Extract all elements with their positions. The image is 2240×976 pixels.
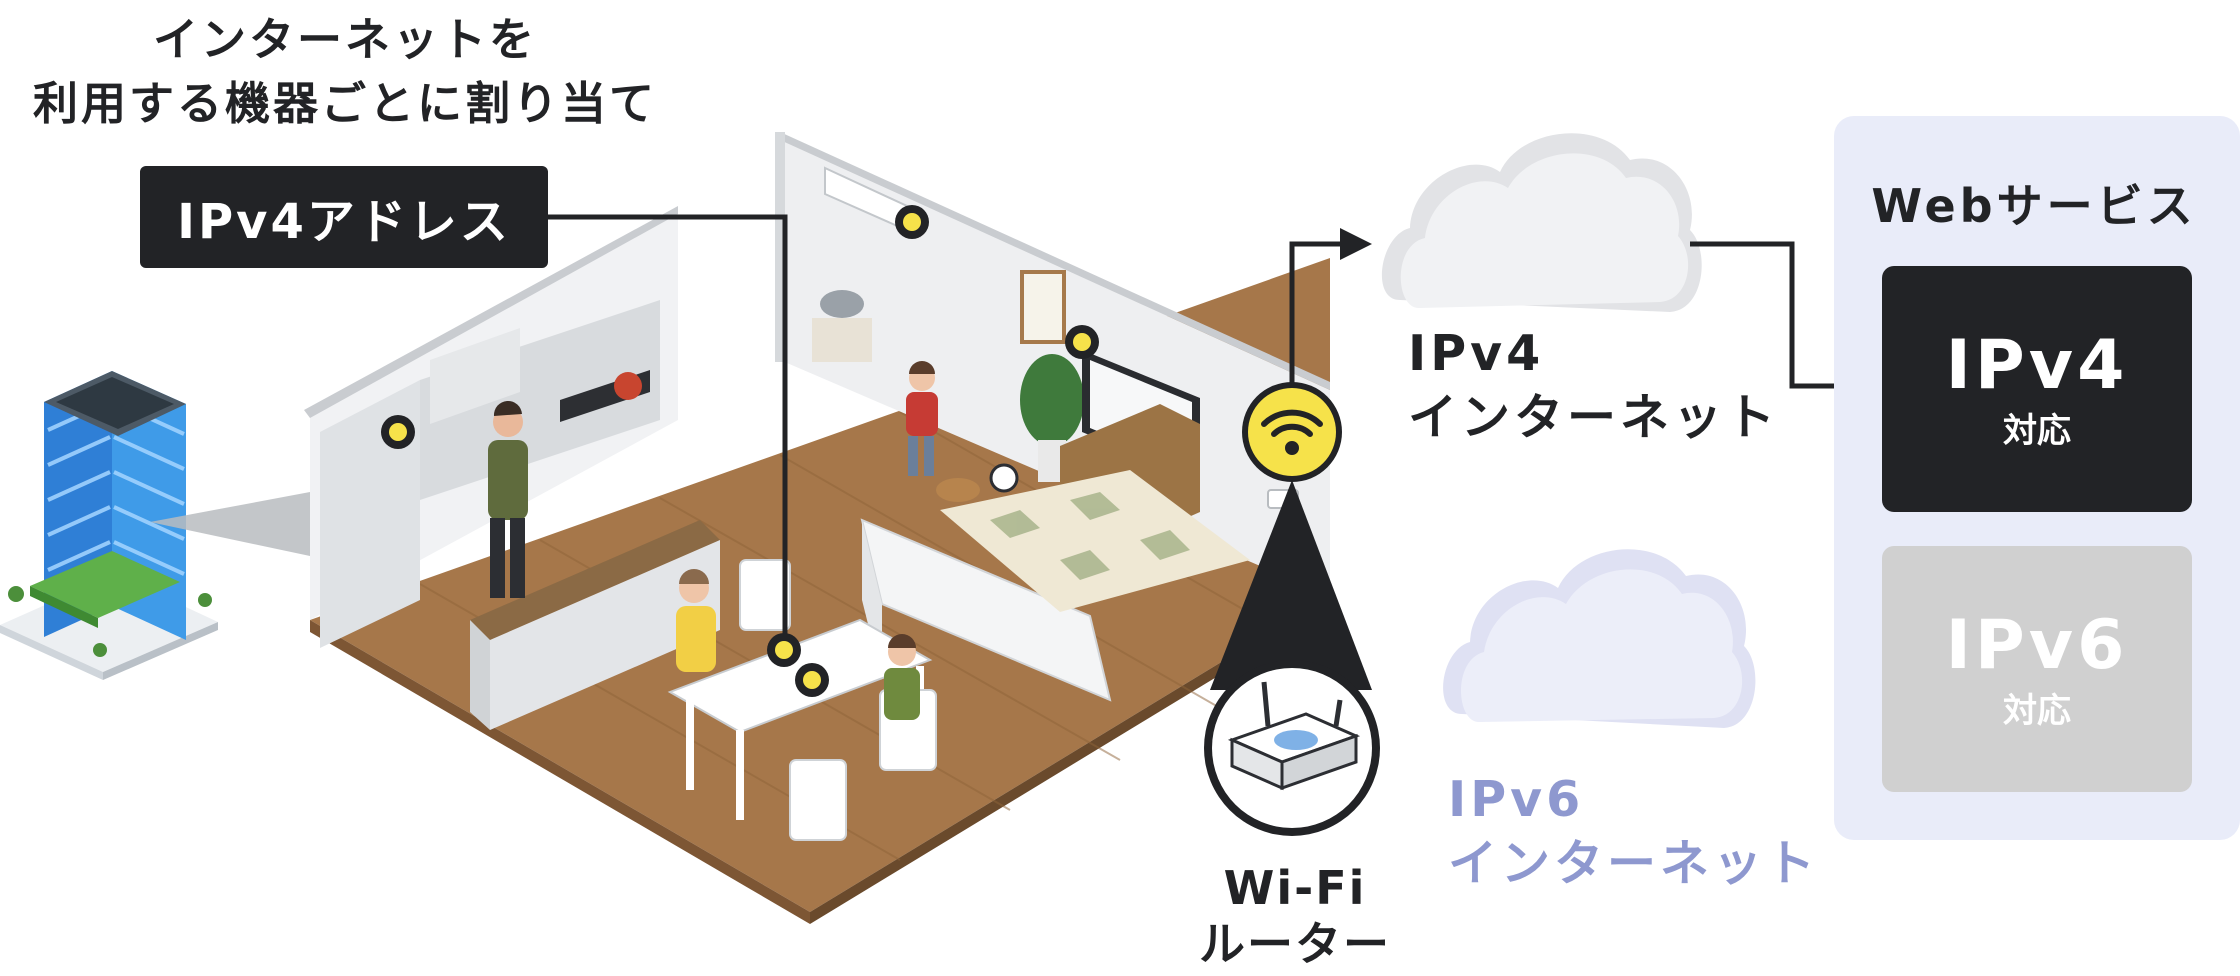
ipv4-internet-label: IPv4 インターネット [1408,322,1779,450]
ipv4-internet-line-2: インターネット [1408,389,1780,446]
person-man [488,400,528,598]
ipv4-address-label: IPv4アドレス [140,166,548,268]
service-card-name: IPv6 [1945,606,2129,685]
person-woman [676,569,716,672]
device-marker-icon [381,205,1099,697]
ipv6-internet-label: IPv6 インターネット [1448,768,1819,896]
router-label-line-1: Wi-Fi [1223,861,1367,915]
ipv6-service-card: IPv6 対応 [1882,546,2192,792]
address-leader-lines [548,214,788,650]
ipv4-service-card: IPv4 対応 [1882,266,2192,512]
ipv6-internet-line-1: IPv6 [1448,771,1585,828]
person-child-seated [884,634,920,720]
cloud-icon [1381,133,1702,312]
router-label-line-2: ルーター [1199,917,1391,971]
service-card-sub: 対応 [2003,411,2071,451]
router-icon [1227,681,1361,791]
service-card-sub: 対応 [2003,691,2071,731]
cloud-icon [1443,549,1756,728]
house-illustration [304,132,1330,924]
service-card-name: IPv4 [1945,326,2129,405]
ipv4-internet-line-1: IPv4 [1408,325,1545,382]
caption-line-1: インターネットを [152,13,537,66]
connection-wedge [150,492,310,556]
web-services-title: Webサービス [1871,179,2197,233]
arrow-icon [1340,228,1372,260]
wifi-icon [1261,409,1323,455]
ipv6-internet-line-2: インターネット [1448,835,1820,892]
person-child-standing [906,361,938,476]
caption-line-2: 利用する機器ごとに割り当て [32,77,657,130]
wifi-router-label: Wi-Fi ルーター [1160,860,1430,972]
diagram-caption: インターネットを 利用する機器ごとに割り当て [10,8,680,136]
building-icon [0,371,218,680]
router-callout [1204,228,1380,836]
